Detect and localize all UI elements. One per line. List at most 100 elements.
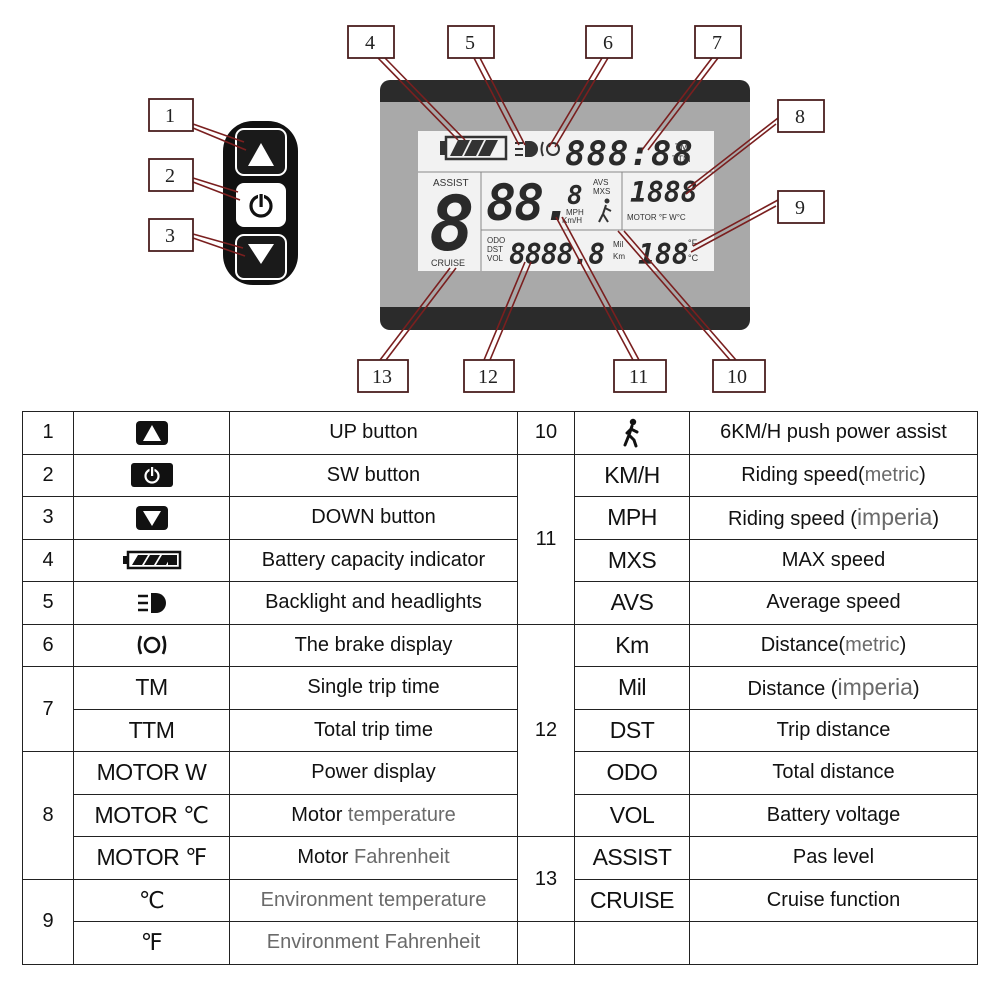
headlight-icon — [73, 581, 230, 625]
callout-7: 7 — [694, 25, 742, 59]
lcd-assist-digit: 8 — [429, 179, 475, 268]
row-desc: Distance(metric) — [689, 623, 978, 667]
row-num: 11 — [517, 453, 575, 625]
lcd-mil-label: Mil — [613, 240, 623, 249]
row-desc: Riding speed (imperia) — [689, 496, 978, 540]
lcd-odo-label: ODO — [487, 236, 505, 245]
table-row: MOTOR ℃ Motor temperature VOL Battery vo… — [23, 793, 978, 837]
row-desc: SW button — [229, 453, 518, 497]
table-row: TTM Total trip time DST Trip distance — [23, 708, 978, 752]
lcd-motor-units: MOTOR °F W°C — [627, 213, 686, 222]
row-desc: Motor temperature — [229, 793, 518, 837]
table-row: 6 The brake display 12 Km Distance(metri… — [22, 623, 978, 837]
up-arrow-icon — [248, 143, 274, 166]
row-num: 13 — [517, 836, 575, 922]
callout-2: 2 — [148, 158, 194, 192]
callout-3: 3 — [148, 218, 194, 252]
lcd-walk-assist-icon — [598, 198, 612, 223]
row-desc: Battery capacity indicator — [229, 538, 518, 582]
table-row: 4 Battery capacity indicator MXS MAX spe… — [22, 538, 978, 582]
row-desc: Motor Fahrenheit — [229, 836, 518, 880]
lcd-cruise-label: CRUISE — [431, 258, 465, 268]
row-code: MPH — [574, 496, 690, 540]
row-code: ASSIST — [574, 836, 690, 880]
lcd-speed: 88. — [486, 174, 570, 232]
row-desc: Distance (imperia) — [689, 666, 978, 710]
row-num: 10 — [517, 411, 575, 455]
callout-8: 8 — [777, 99, 825, 133]
row-code: MOTOR ℉ — [73, 836, 230, 880]
lcd-dst-label: DST — [487, 245, 503, 254]
row-code: Km — [574, 623, 690, 667]
spec-table: 1 UP button 10 6KM/H push power assist 2… — [22, 411, 978, 965]
row-code: TTM — [73, 708, 230, 752]
up-arrow-button-icon — [73, 411, 230, 455]
svg-text:10: 10 — [727, 366, 747, 388]
lcd-mph-label: MPH — [566, 208, 584, 217]
down-arrow-button-icon — [73, 496, 230, 540]
row-num: 7 — [22, 666, 74, 752]
row-num: 6 — [22, 623, 74, 667]
callout-9: 9 — [777, 190, 825, 224]
row-code: VOL — [574, 793, 690, 837]
row-code: KM/H — [574, 453, 690, 497]
row-num: 4 — [22, 538, 74, 582]
row-code: CRUISE — [574, 878, 690, 922]
table-row: 2 SW button 11 KM/H Riding speed(metric) — [22, 453, 978, 625]
row-desc: Average speed — [689, 581, 978, 625]
callout-11: 11 — [613, 359, 667, 393]
table-row: 9 ℃ Environment temperature CRUISE Cruis… — [22, 878, 978, 965]
svg-text:6: 6 — [603, 32, 613, 54]
svg-text:9: 9 — [795, 197, 805, 219]
table-row: 1 UP button 10 6KM/H push power assist — [22, 411, 978, 455]
down-arrow-icon — [248, 244, 274, 264]
row-desc: Power display — [229, 751, 518, 795]
lcd-assist-label: ASSIST — [433, 178, 469, 189]
row-desc: Single trip time — [229, 666, 518, 710]
svg-text:7: 7 — [712, 32, 722, 54]
lcd-tm-label: TM — [675, 142, 688, 152]
row-desc: Environment temperature — [229, 878, 518, 922]
table-row: MOTOR ℉ Motor Fahrenheit 13 ASSIST Pas l… — [23, 836, 978, 922]
row-code: MXS — [574, 538, 690, 582]
lcd-power: 1888 — [630, 176, 697, 209]
row-code: DST — [574, 708, 690, 752]
callout-4: 4 — [347, 25, 395, 59]
callout-12: 12 — [463, 359, 515, 393]
row-num: 8 — [22, 751, 74, 880]
lcd-clock: 888:88 — [565, 134, 694, 174]
lcd-km-label: Km — [613, 252, 625, 261]
row-desc: DOWN button — [229, 496, 518, 540]
lcd-vol-label: VOL — [487, 254, 504, 263]
row-desc: UP button — [229, 411, 518, 455]
empty-cell — [574, 921, 690, 965]
callout-1: 1 — [148, 98, 194, 132]
svg-text:5: 5 — [465, 32, 475, 54]
callout-6: 6 — [585, 25, 633, 59]
power-icon — [249, 192, 273, 218]
lcd-display: 888:88 TM TTM ASSIST 8 CRUISE 88. 8 AVS … — [380, 80, 750, 330]
row-desc: Battery voltage — [689, 793, 978, 837]
lcd-deg-f-label: °F — [688, 238, 698, 248]
callout-boxes: 1 2 3 4 5 6 7 8 9 10 11 12 13 — [148, 25, 825, 393]
lcd-headlight-icon — [515, 141, 538, 157]
lcd-distance: 8888.8 — [509, 238, 604, 271]
row-code: AVS — [574, 581, 690, 625]
row-num: 9 — [22, 878, 74, 965]
lcd-avs-label: AVS — [593, 178, 608, 187]
row-desc: MAX speed — [689, 538, 978, 582]
svg-text:2: 2 — [165, 165, 175, 187]
row-code: MOTOR ℃ — [73, 793, 230, 837]
svg-text:4: 4 — [365, 32, 375, 54]
row-desc: 6KM/H push power assist — [689, 411, 978, 455]
row-desc: Riding speed(metric) — [689, 453, 978, 497]
row-num: 2 — [22, 453, 74, 497]
row-code: TM — [73, 666, 230, 710]
row-code: ℃ — [73, 878, 230, 922]
power-button-icon — [73, 453, 230, 497]
row-num: 12 — [517, 623, 575, 837]
row-num: 5 — [22, 581, 74, 625]
table-row: 5 Backlight and headlights AVS Average s… — [22, 581, 978, 625]
remote-control — [223, 121, 298, 285]
lcd-speed-small: 8 — [567, 181, 583, 211]
